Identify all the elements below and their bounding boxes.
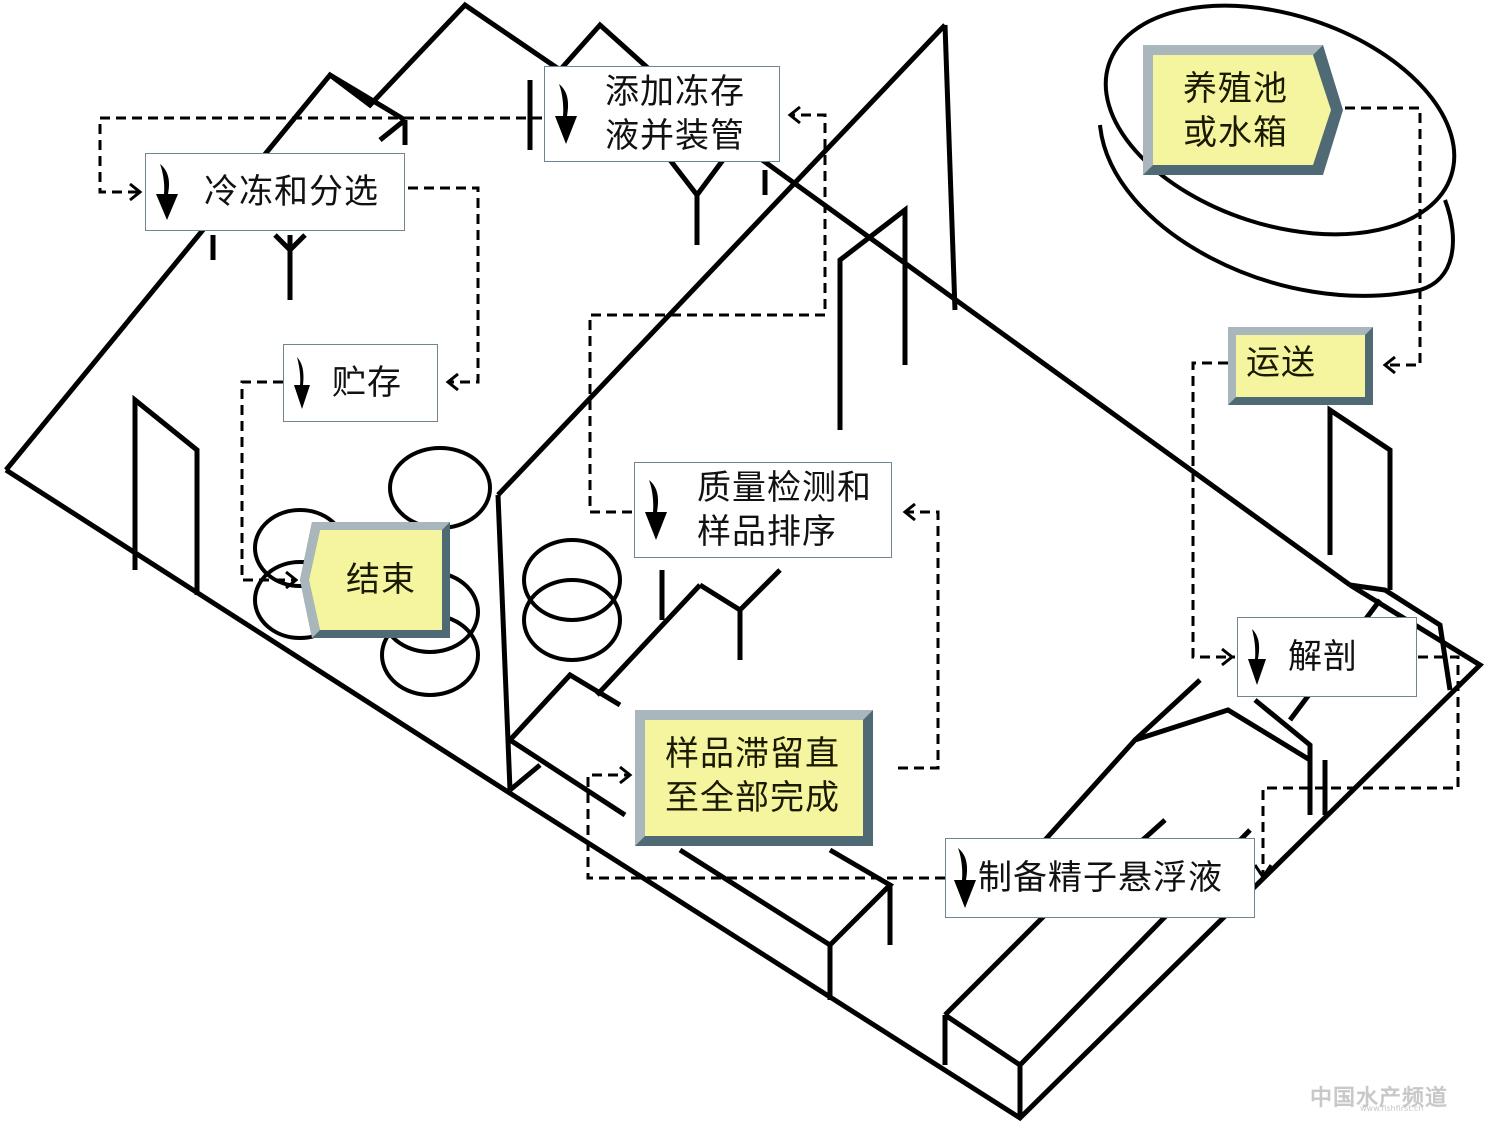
node-quality[interactable]: 质量检测和 样品排序: [634, 462, 892, 558]
connector-addcryo-freeze: [98, 116, 542, 194]
bench-center: [508, 671, 622, 742]
wall-partition-right: [942, 24, 958, 311]
process-arrow-icon: [954, 848, 976, 908]
process-arrow-icon: [156, 164, 178, 220]
beveled-box: [635, 710, 873, 846]
node-transport[interactable]: 运送: [1228, 327, 1373, 405]
node-label: 制备精子悬浮液: [978, 858, 1223, 898]
node-sperm-prep[interactable]: 制备精子悬浮液: [945, 838, 1255, 918]
node-pond[interactable]: 养殖池 或水箱: [1143, 45, 1343, 175]
flow-connectors: [98, 106, 1460, 880]
node-label: 样品滞留直 至全部完成: [665, 734, 840, 818]
connector-storage-end: [240, 380, 296, 582]
process-arrow-icon: [294, 357, 310, 409]
door-left: [132, 394, 200, 595]
connector-arrowheads: [129, 105, 1396, 880]
connector-transport-dissect: [1191, 361, 1235, 659]
node-label: 结束: [346, 560, 416, 600]
watermark-url: www.fishfirst.cn: [1360, 1104, 1424, 1113]
terminal-shape: [1143, 45, 1343, 175]
door-right: [1327, 405, 1393, 590]
tank: [522, 578, 622, 662]
watermark-text: 中国水产频道: [1310, 1086, 1449, 1111]
connector-hold-quality: [898, 510, 940, 770]
node-storage[interactable]: 贮存: [283, 344, 438, 422]
pond-ellipse-lower: [1098, 124, 1455, 298]
process-arrow-icon: [555, 84, 577, 144]
connector-sperm-hold: [586, 773, 945, 880]
pond-ellipse: [1103, 3, 1457, 237]
node-add-cryo[interactable]: 添加冻存 液并装管: [544, 66, 780, 162]
wall-diagonal-main: [698, 112, 1352, 588]
tank: [522, 538, 622, 622]
node-label: 贮存: [332, 363, 402, 403]
process-arrow-icon: [1248, 629, 1266, 685]
connector-quality-addcryo: [588, 113, 827, 514]
wall-center-diag: [495, 494, 513, 791]
node-hold[interactable]: 样品滞留直 至全部完成: [635, 710, 873, 846]
node-end[interactable]: 结束: [300, 522, 450, 638]
connector-freeze-storage: [408, 186, 480, 384]
wall-partition-left: [496, 23, 947, 497]
node-label: 解剖: [1288, 637, 1358, 677]
bench-bottom: [678, 847, 895, 949]
node-label: 冷冻和分选: [204, 172, 379, 212]
node-freeze-sort[interactable]: 冷冻和分选: [145, 153, 405, 231]
tank: [388, 446, 492, 530]
beveled-box: [1228, 327, 1373, 405]
node-dissect[interactable]: 解剖: [1237, 617, 1417, 697]
terminal-shape: [300, 522, 450, 638]
node-label: 养殖池 或水箱: [1183, 69, 1288, 153]
connector-pond-transport: [1345, 106, 1422, 367]
door-center: [837, 204, 908, 430]
node-label: 添加冻存 液并装管: [605, 72, 745, 156]
node-label: 质量检测和 样品排序: [697, 468, 872, 552]
node-label: 运送: [1246, 343, 1316, 383]
process-arrow-icon: [645, 480, 667, 540]
